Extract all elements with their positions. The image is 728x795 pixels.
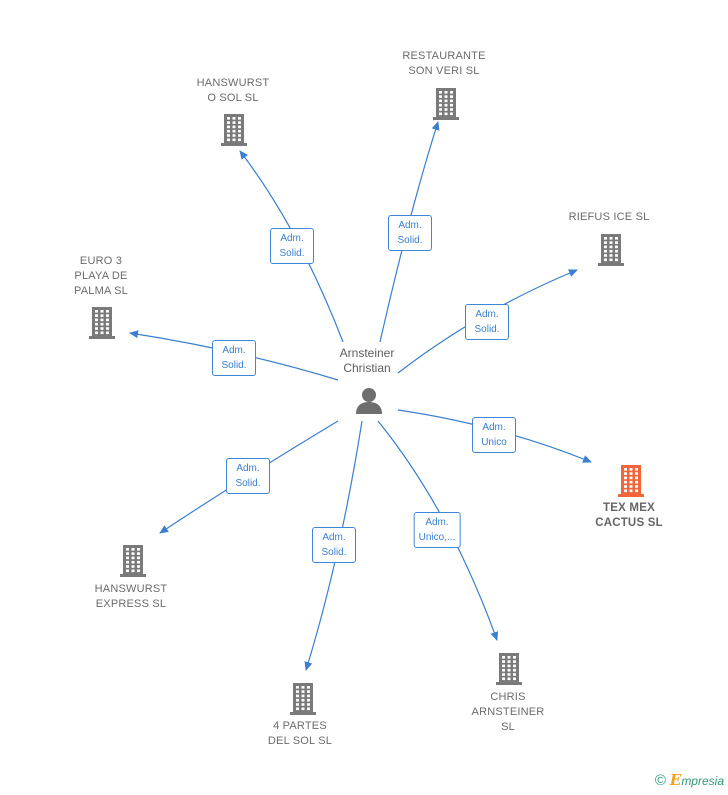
- building-icon[interactable]: [431, 86, 461, 125]
- company-name[interactable]: CHRIS ARNSTEINER SL: [471, 691, 545, 733]
- company-name[interactable]: EURO 3 PLAYA DE PALMA SL: [74, 255, 128, 297]
- relation-label: Adm. Unico,...: [413, 512, 461, 548]
- relation-label: Adm. Solid.: [312, 527, 356, 563]
- company-name[interactable]: RIEFUS ICE SL: [568, 211, 650, 223]
- company-name[interactable]: RESTAURANTE SON VERI SL: [402, 50, 486, 77]
- relation-label: Adm. Unico: [472, 417, 516, 453]
- building-icon[interactable]: [87, 305, 117, 344]
- building-icon[interactable]: [494, 651, 524, 690]
- company-name[interactable]: 4 PARTES DEL SOL SL: [267, 720, 333, 747]
- copyright-symbol: ©: [654, 771, 666, 789]
- relation-label: Adm. Solid.: [212, 340, 256, 376]
- brand-logo: Empresia: [669, 771, 724, 789]
- company-name[interactable]: HANSWURST O SOL SL: [196, 77, 270, 104]
- relation-label: Adm. Solid.: [226, 458, 270, 494]
- building-icon[interactable]: [288, 681, 318, 720]
- building-icon[interactable]: [616, 463, 646, 502]
- relation-label: Adm. Solid.: [465, 304, 509, 340]
- relation-label: Adm. Solid.: [388, 215, 432, 251]
- company-name[interactable]: TEX MEX CACTUS SL: [595, 502, 663, 529]
- brand-watermark[interactable]: © Empresia: [655, 771, 724, 789]
- building-icon[interactable]: [118, 543, 148, 582]
- company-name[interactable]: HANSWURST EXPRESS SL: [94, 583, 168, 610]
- person-icon[interactable]: [354, 386, 384, 416]
- building-icon[interactable]: [219, 112, 249, 151]
- relation-label: Adm. Solid.: [270, 228, 314, 264]
- person-name[interactable]: Arnsteiner Christian: [339, 346, 395, 375]
- building-icon[interactable]: [596, 232, 626, 271]
